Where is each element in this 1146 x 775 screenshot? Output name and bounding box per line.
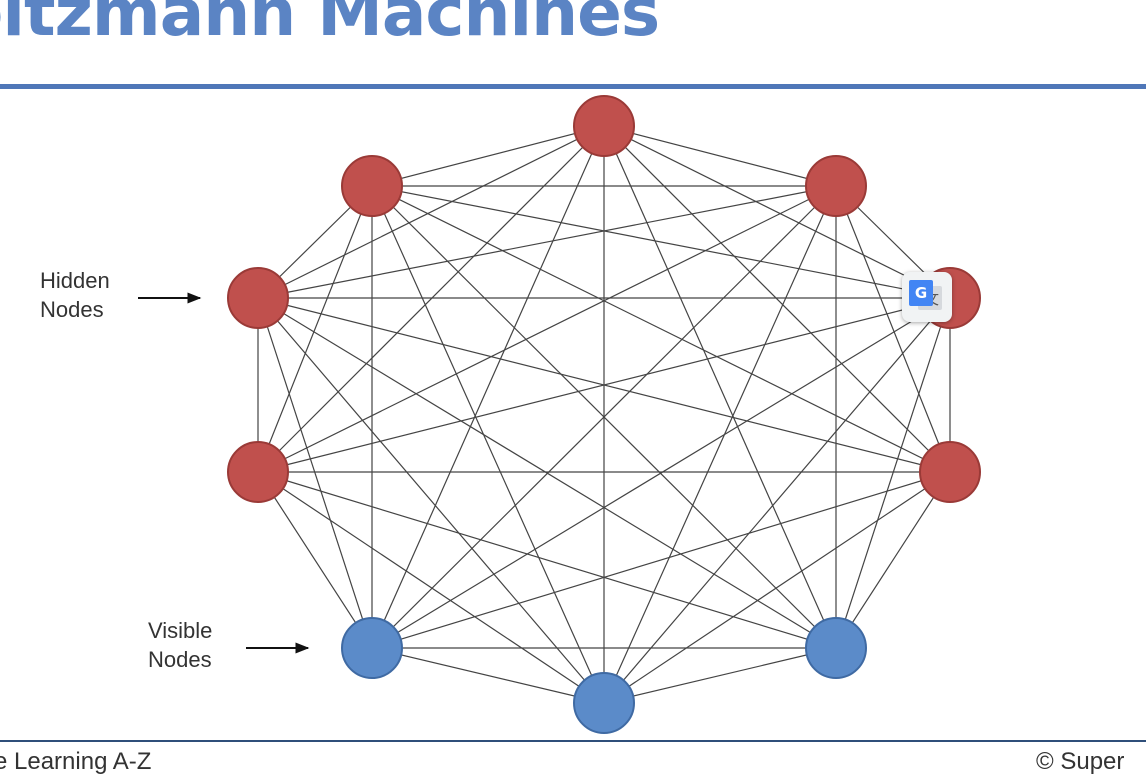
edge (835, 471, 951, 649)
visible-node-1 (805, 617, 867, 679)
edge (371, 185, 605, 704)
visible-node-3 (341, 617, 403, 679)
title-divider (0, 84, 1146, 89)
slide-title: oltzmann Machines (0, 0, 660, 51)
edge (371, 647, 605, 704)
visible-nodes-label: Visible Nodes (148, 616, 212, 674)
edge (257, 185, 837, 299)
edge (257, 297, 837, 649)
edge (257, 471, 373, 649)
edge (603, 125, 951, 299)
edge (603, 185, 837, 704)
hidden-node-6 (227, 267, 289, 329)
hidden-node-2 (805, 155, 867, 217)
hidden-node-1 (573, 95, 635, 157)
edge (257, 185, 837, 473)
edge (257, 297, 951, 473)
edge (603, 297, 951, 704)
edge (257, 471, 837, 649)
edge (257, 297, 605, 704)
hidden-label-line-2: Nodes (40, 297, 104, 322)
edge (603, 125, 951, 473)
nodes (227, 95, 981, 734)
hidden-node-7 (341, 155, 403, 217)
edge (371, 125, 605, 649)
edge (371, 185, 951, 473)
google-translate-icon[interactable]: 文 G (902, 272, 952, 322)
edge (371, 185, 837, 649)
edge (603, 125, 837, 187)
edge (257, 125, 605, 473)
edge (257, 185, 373, 473)
hidden-label-line-1: Hidden (40, 268, 110, 293)
edge (603, 471, 951, 704)
hidden-nodes-label: Hidden Nodes (40, 266, 110, 324)
footer-copyright: © Super (1036, 748, 1125, 775)
translate-glyph-front: G (909, 280, 933, 306)
footer-divider (0, 740, 1146, 742)
hidden-node-4 (919, 441, 981, 503)
visible-label-line-1: Visible (148, 618, 213, 643)
visible-label-line-2: Nodes (148, 647, 212, 672)
edge (603, 125, 837, 649)
footer-course-name: e Learning A-Z (0, 748, 152, 775)
edge (257, 125, 605, 299)
edge (257, 297, 373, 649)
edge (835, 185, 951, 473)
edge (371, 185, 951, 299)
edge (371, 125, 605, 187)
edge (257, 471, 605, 704)
edge (835, 297, 951, 649)
edge (603, 647, 837, 704)
visible-node-2 (573, 672, 635, 734)
edge (371, 471, 951, 649)
hidden-node-5 (227, 441, 289, 503)
